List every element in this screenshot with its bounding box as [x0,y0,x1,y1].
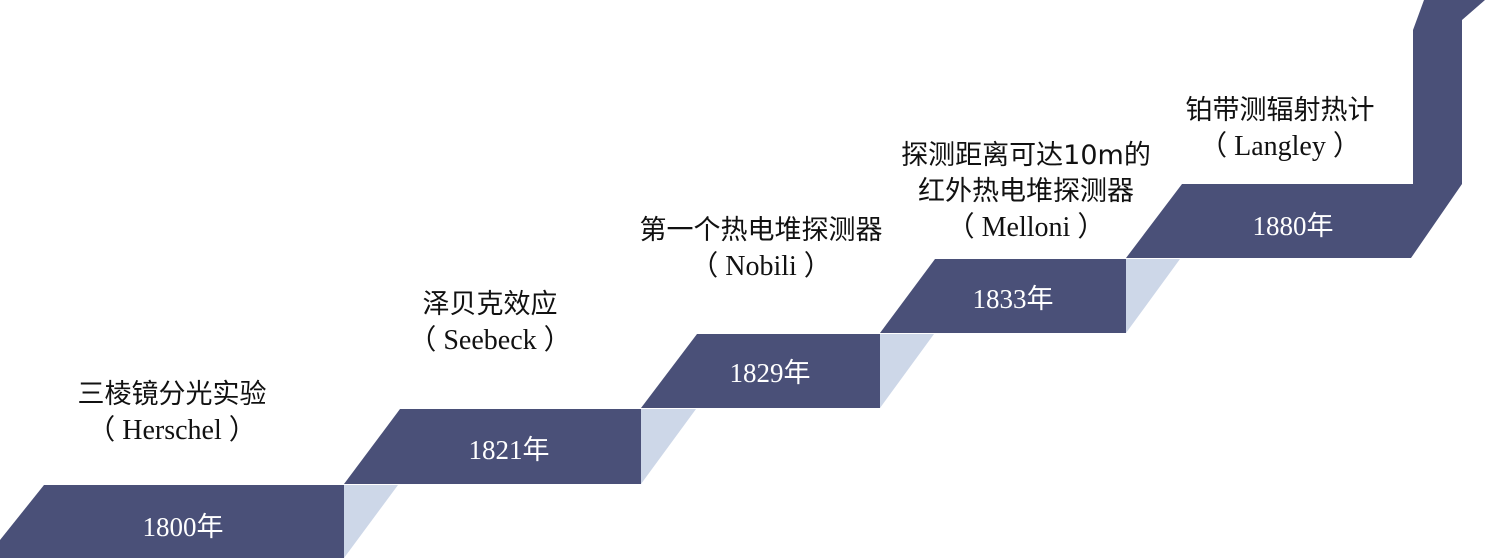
step-1833 [880,259,1126,333]
riser-4 [1126,259,1180,333]
event-title: 铂带测辐射热计 [1185,95,1375,126]
step-1821 [344,409,641,484]
event-label-1833: 探测距离可达10m的 红外热电堆探测器 （ Melloni ） [901,138,1151,246]
riser-1 [344,485,398,558]
event-label-1829: 第一个热电堆探测器 （ Nobili ） [640,213,883,285]
event-person: （ Langley ） [1199,131,1361,162]
step-1800 [0,485,344,558]
riser-3 [880,334,934,408]
event-label-1880: 铂带测辐射热计 （ Langley ） [1186,93,1375,165]
year-1800: 1800年 [143,512,224,542]
event-person: （ Nobili ） [690,251,832,282]
event-person: （ Seebeck ） [408,325,572,356]
event-person: （ Herschel ） [87,415,257,446]
event-label-1800: 三棱镜分光实验 （ Herschel ） [78,377,267,449]
riser-2 [641,409,696,484]
year-1829: 1829年 [730,358,811,388]
event-title: 三棱镜分光实验 [77,379,267,410]
event-title-line1: 探测距离可达10m的 [901,140,1151,171]
event-label-1821: 泽贝克效应 （ Seebeck ） [408,287,571,359]
event-person: （ Melloni ） [946,212,1106,243]
year-1833: 1833年 [973,284,1054,314]
year-1880: 1880年 [1253,211,1334,241]
event-title: 泽贝克效应 [422,289,558,320]
event-title: 第一个热电堆探测器 [639,215,883,246]
event-title-line2: 红外热电堆探测器 [917,176,1134,207]
step-1880-arrow [1126,0,1485,258]
year-1821: 1821年 [469,435,550,465]
step-1829 [641,334,880,408]
